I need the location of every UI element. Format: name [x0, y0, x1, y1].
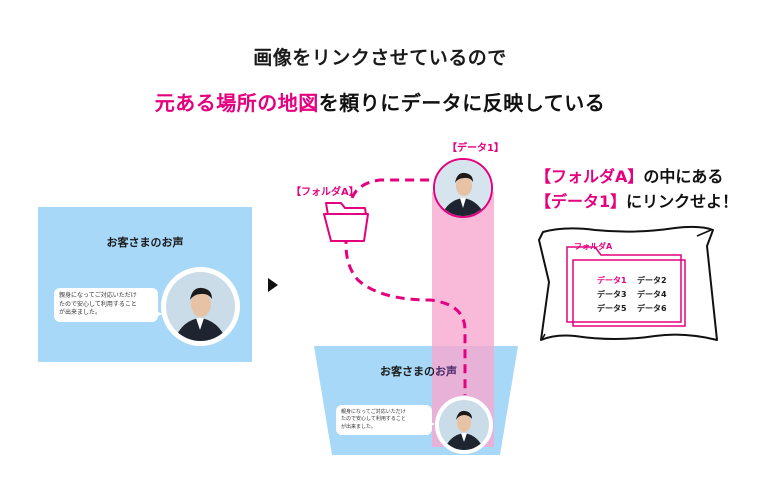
- data-avatar: [433, 158, 493, 218]
- avatar: [435, 396, 493, 454]
- data-label: 【データ1】: [447, 143, 504, 154]
- grid-item-data3: データ3: [597, 290, 627, 299]
- folder-tab-label: フォルダA: [574, 242, 613, 251]
- map-sheet-illustration: [538, 225, 718, 341]
- comment-line: が出来ました。: [59, 309, 102, 317]
- grid-item-data5: データ5: [597, 304, 627, 313]
- caption-highlight: 【データ1】: [535, 192, 627, 211]
- grid-item-data4: データ4: [637, 290, 667, 299]
- folder-outline-icon: [566, 246, 686, 327]
- comment-bubble: 親身になってご対応いただけ たので安心して利用すること が出来ました。: [336, 405, 432, 435]
- heading-line-2: 元ある場所の地図を頼りにデータに反映している: [0, 87, 760, 116]
- caption-rest: の中にある: [643, 167, 724, 186]
- card-title-highlight: お声: [435, 365, 457, 378]
- caption-rest: にリンクせよ！: [626, 192, 739, 211]
- caption-highlight: 【フォルダA】: [535, 167, 644, 186]
- grid-item-data2: データ2: [637, 276, 667, 285]
- grid-item-data6: データ6: [637, 304, 667, 313]
- card-title: お客さまのお声: [380, 363, 470, 379]
- comment-line: たので安心して利用すること: [341, 416, 406, 423]
- card-title: お客さまのお声: [106, 236, 184, 249]
- bubble-tail: [424, 419, 435, 429]
- heading-rest: を頼りにデータに反映している: [318, 91, 606, 115]
- heading-highlight: 元ある場所の地図: [154, 91, 319, 115]
- folder-label: 【フォルダA】: [291, 187, 359, 198]
- play-arrow-icon: [268, 278, 278, 292]
- grid-item-data1: データ1: [597, 276, 627, 285]
- comment-line: 親身になってご対応いただけ: [341, 409, 406, 415]
- comment-line: が出来ました。: [341, 423, 377, 430]
- dashed-link-path: [350, 178, 430, 199]
- comment-bubble: 親身になってご対応いただけ たので安心して利用すること が出来ました。: [54, 288, 158, 323]
- caption-line-2: 【データ1】にリンクせよ！: [535, 188, 738, 212]
- folder-icon: [323, 202, 369, 242]
- dashed-link-path: [344, 219, 467, 395]
- comment-line: 親身になってご対応いただけ: [59, 292, 137, 299]
- voice-card-original: お客さまのお声 親身になってご対応いただけ たので安心して利用すること が出来ま…: [38, 207, 252, 362]
- avatar: [161, 267, 240, 346]
- heading-line-1: 画像をリンクさせているので: [253, 47, 507, 69]
- comment-line: たので安心して利用すること: [59, 300, 137, 308]
- caption-line-1: 【フォルダA】の中にある: [535, 163, 723, 187]
- card-title-plain: お客さまの: [380, 365, 435, 378]
- bubble-tail: [150, 309, 163, 319]
